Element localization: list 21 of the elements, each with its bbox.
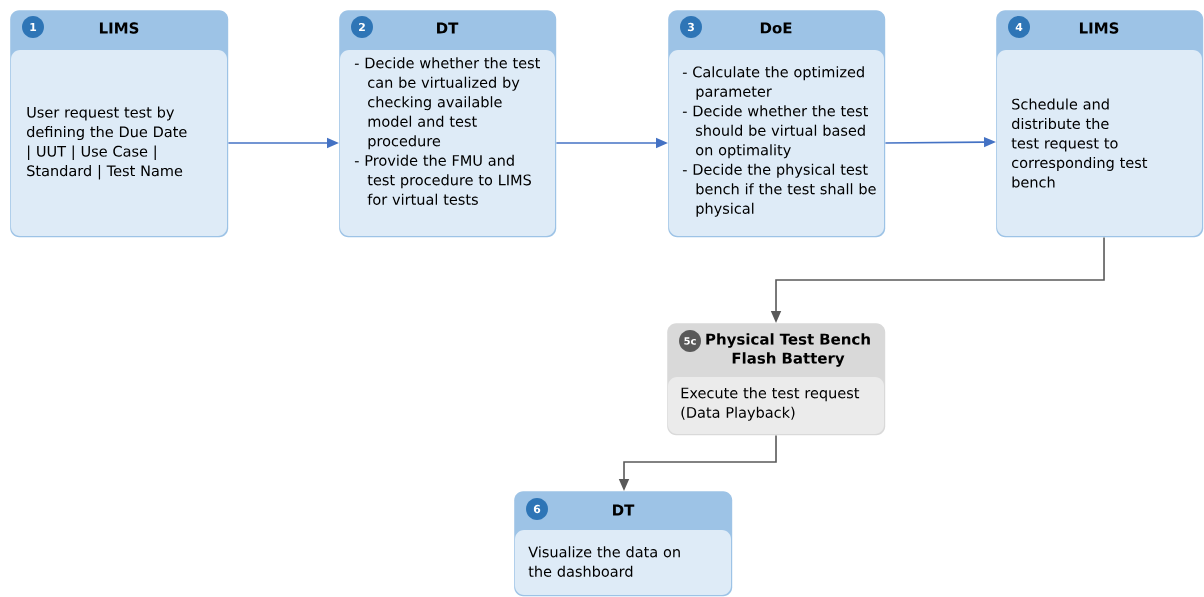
card-title: DoE [760, 22, 792, 34]
card-title: DT [613, 504, 635, 516]
card-title: Physical Test Bench Flash Battery [706, 333, 870, 367]
card-text: Schedule and distribute the test request to corresponding test bench [1011, 98, 1148, 188]
step-badge: 5c [679, 330, 701, 352]
card-text: Visualize the data on the dashboard [528, 546, 680, 577]
bullet-item: - Decide the physical test bench if the test shall be physical [682, 163, 876, 217]
bullet-item: - Provide the FMU and test procedure to LIMS for virtual tests [354, 154, 531, 205]
step-badge: 4 [1008, 16, 1030, 38]
step-badge: 2 [351, 16, 373, 38]
card-text: User request test by defining the Due Date | UUT | Use Case | Standard | Test Name [27, 106, 187, 180]
step-badge: 1 [22, 16, 44, 38]
card-title: DT [437, 22, 459, 34]
step-badge: 3 [680, 16, 702, 38]
bullet-item: - Decide whether the test should be virtual based on optimality [682, 105, 868, 159]
bullet-item: - Calculate the optimized parameter [682, 66, 864, 100]
card-title: LIMS [1079, 22, 1119, 34]
card-title: LIMS [99, 22, 139, 34]
bullet-item: - Decide whether the test can be virtualized by checking available model and test procedure [354, 57, 540, 150]
card-text: Execute the test request (Data Playback) [681, 387, 860, 421]
step-badge: 6 [526, 498, 548, 520]
